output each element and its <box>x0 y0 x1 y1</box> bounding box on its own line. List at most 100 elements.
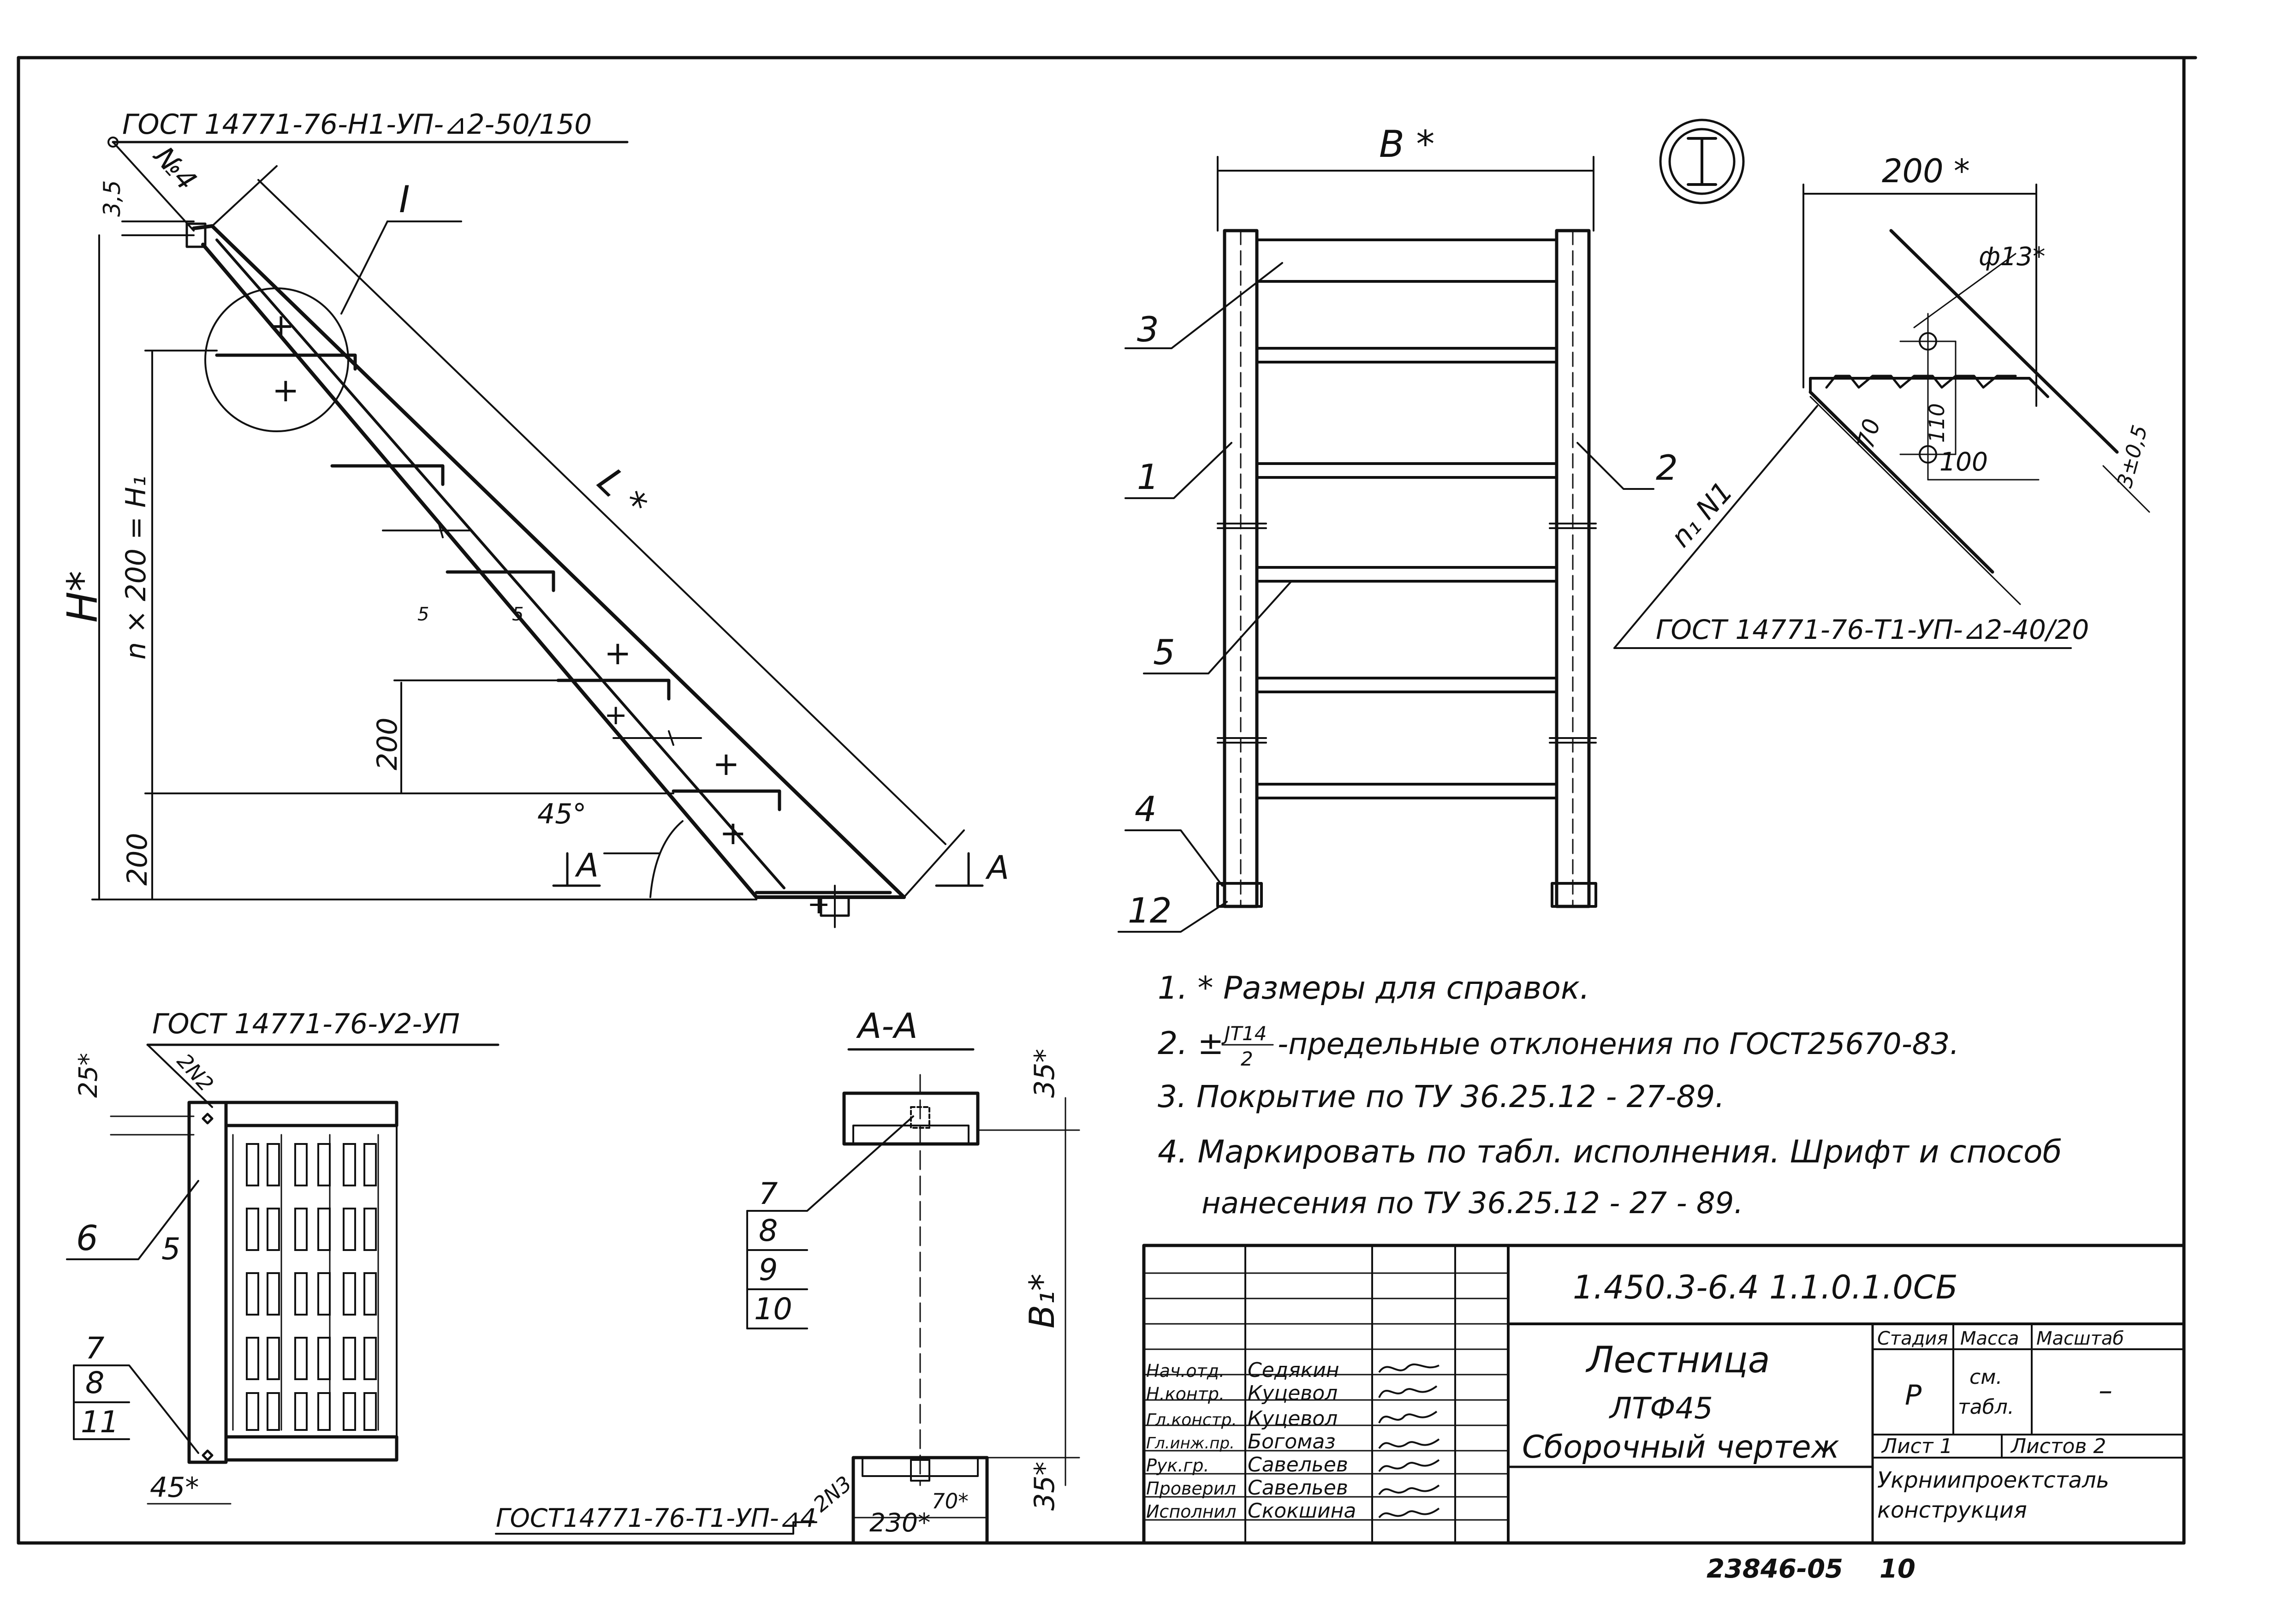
role-name: Седякин <box>1248 1358 1339 1382</box>
faint-mark-1: 5 <box>417 604 429 625</box>
note-2-suffix: -предельные отклонения по ГОСТ25670-83. <box>1278 1027 1959 1061</box>
role-label: Рук.гр. <box>1146 1455 1209 1476</box>
plan-view: ГОСТ 14771-76-У2-УП 2N2 25* <box>66 1008 500 1505</box>
gost-callout-top: ГОСТ 14771-76-Н1-УП-⊿2-50/150 <box>122 108 592 141</box>
role-name: Савельев <box>1248 1453 1348 1477</box>
section-dim-35-top: 35* <box>1029 1049 1061 1098</box>
detail-I-marker <box>1659 119 1745 204</box>
role-label: Гл.констр. <box>1146 1411 1237 1429</box>
stage-header: Стадия <box>1877 1328 1948 1349</box>
section-dim-B1: B₁* <box>1022 1274 1062 1328</box>
angle-45: 45° <box>537 798 586 830</box>
detail-mark-I: I <box>399 178 410 221</box>
role-label: Н.контр. <box>1146 1384 1225 1404</box>
role-name: Куцевол <box>1248 1382 1338 1405</box>
detail-dim-110: 110 <box>1925 403 1949 443</box>
svg-text:+: + <box>604 699 627 731</box>
front-label-5: 5 <box>1153 632 1175 673</box>
svg-text:+: + <box>272 371 299 409</box>
notes: 1. * Размеры для справок. 2. ± JT14 2 -п… <box>1158 970 2062 1221</box>
svg-text:+: + <box>807 888 830 920</box>
section-label-7: 7 <box>759 1177 778 1211</box>
detail-I: 200 * ф13* 110 70 100 3±0,5 n₁ N1 ГОСТ 1… <box>1613 152 2152 649</box>
section-dim-35-bottom: 35* <box>1029 1462 1061 1511</box>
plan-dim-25: 25* <box>73 1053 103 1098</box>
plan-label-5: 5 <box>161 1232 180 1267</box>
mass-value-1: см. <box>1969 1365 2002 1389</box>
role-label: Исполнил <box>1146 1501 1237 1522</box>
page-number: 10 <box>1880 1554 1915 1584</box>
note-4-cont: нанесения по ТУ 36.25.12 - 27 - 89. <box>1202 1186 1743 1221</box>
name-line-2: ЛТФ45 <box>1609 1392 1713 1426</box>
section-label-10: 10 <box>754 1292 792 1327</box>
front-label-3: 3 <box>1137 309 1159 350</box>
gost-callout-bottom: ГОСТ 14771-76-У2-УП <box>152 1008 460 1040</box>
scale-value: – <box>2099 1375 2112 1407</box>
detail-dim-100: 100 <box>1939 447 1988 476</box>
sheet-frame <box>17 56 2197 1545</box>
dim-3-5: 3,5 <box>99 180 125 217</box>
scale-header: Масштаб <box>2036 1328 2124 1349</box>
role-name: Скокшина <box>1248 1499 1356 1523</box>
plan-label-7: 7 <box>85 1331 104 1366</box>
signatures <box>1378 1363 1440 1519</box>
note-4: 4. Маркировать по табл. исполнения. Шриф… <box>1158 1134 2062 1170</box>
treads: + <box>215 353 892 928</box>
svg-text:+: + <box>713 745 740 783</box>
svg-text:+: + <box>604 634 631 672</box>
section-A-A: А-А 35* B₁* 35* 230* 70* 7 8 9 10 ГОСТ14… <box>495 1006 1080 1545</box>
front-label-1: 1 <box>1137 457 1159 497</box>
section-dim-70: 70* <box>932 1489 969 1513</box>
front-label-12: 12 <box>1128 890 1172 931</box>
section-dim-230: 230* <box>869 1508 930 1537</box>
designation: 1.450.3-6.4 1.1.0.1.0СБ <box>1573 1269 1958 1306</box>
role-label: Гл.инж.пр. <box>1146 1434 1235 1453</box>
sheets-label: Листов 2 <box>2010 1435 2106 1458</box>
section-title: А-А <box>856 1006 918 1046</box>
faint-mark-2: 5 <box>512 604 523 625</box>
perforation <box>232 1134 379 1431</box>
plan-label-6: 6 <box>76 1218 98 1258</box>
name-line-3: Сборочный чертеж <box>1522 1429 1839 1465</box>
note-2-den: 2 <box>1241 1048 1253 1070</box>
archive-number: 23846-05 <box>1707 1554 1843 1584</box>
dim-200-b: 200 <box>121 833 154 886</box>
dim-H: H* <box>59 571 107 623</box>
role-rows: Нач.отд. Седякин Н.контр. Куцевол Гл.кон… <box>1146 1358 1356 1523</box>
dim-200-a: 200 <box>371 717 404 770</box>
front-view: B * 3 1 5 4 12 2 <box>1118 119 1745 933</box>
side-view: ГОСТ 14771-76-Н1-УП-⊿2-50/150 №4 3,5 <box>59 108 1009 928</box>
detail-circle-I <box>204 287 349 432</box>
mass-value-2: табл. <box>1958 1395 2014 1419</box>
bolt-marks: + + + + + + <box>268 307 747 852</box>
plan-label-8: 8 <box>85 1366 104 1400</box>
weld-mark-2n2: 2N2 <box>172 1049 218 1096</box>
section-A-right: A <box>985 849 1009 887</box>
front-label-4: 4 <box>1135 789 1157 829</box>
section-A-left: A <box>575 846 599 884</box>
rungs <box>1255 238 1558 799</box>
dim-B: B * <box>1379 123 1434 166</box>
org-line-2: конструкция <box>1877 1497 2027 1523</box>
gost-callout-section: ГОСТ14771-76-Т1-УП-⊿4 <box>496 1503 816 1533</box>
section-label-9: 9 <box>759 1253 778 1287</box>
detail-dim-70: 70 <box>1852 416 1886 451</box>
gost-callout-detail: ГОСТ 14771-76-Т1-УП-⊿2-40/20 <box>1656 614 2089 645</box>
section-label-8: 8 <box>759 1214 778 1248</box>
note-2-prefix: 2. ± <box>1158 1025 1224 1062</box>
role-label: Проверил <box>1146 1478 1236 1499</box>
plan-label-11: 11 <box>81 1405 119 1440</box>
mass-header: Масса <box>1960 1328 2019 1349</box>
stage-value: Р <box>1905 1379 1922 1412</box>
role-label: Нач.отд. <box>1146 1361 1225 1381</box>
svg-text:+: + <box>720 814 747 852</box>
note-1: 1. * Размеры для справок. <box>1158 970 1590 1007</box>
plan-dim-45: 45* <box>150 1471 199 1504</box>
role-name: Богомаз <box>1248 1430 1336 1453</box>
role-name: Куцевол <box>1248 1407 1338 1430</box>
role-name: Савельев <box>1248 1476 1348 1500</box>
name-line-1: Лестница <box>1585 1340 1770 1381</box>
note-3: 3. Покрытие по ТУ 36.25.12 - 27-89. <box>1158 1079 1725 1114</box>
dim-L: L * <box>589 460 656 526</box>
